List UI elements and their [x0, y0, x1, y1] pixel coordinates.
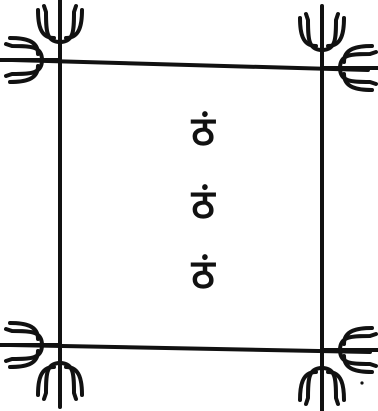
trident-icon	[322, 46, 378, 90]
ink-dot	[360, 381, 363, 384]
square-frame	[10, 12, 370, 402]
syllable-2: ठं	[190, 182, 216, 228]
trident-icon	[300, 6, 344, 68]
trident-icon	[0, 38, 60, 82]
trident-icon	[38, 345, 82, 407]
syllable-3: ठं	[190, 252, 216, 298]
syllable-1: ठं	[190, 109, 216, 155]
frame-bottom-edge	[10, 345, 370, 352]
trident-icon	[0, 323, 60, 367]
trident-icon	[300, 350, 344, 411]
frame-top-edge	[12, 60, 368, 70]
trident-icon	[38, 0, 82, 60]
trident-icon	[322, 328, 378, 372]
syllable-column: ठं ठं ठं	[190, 109, 216, 298]
